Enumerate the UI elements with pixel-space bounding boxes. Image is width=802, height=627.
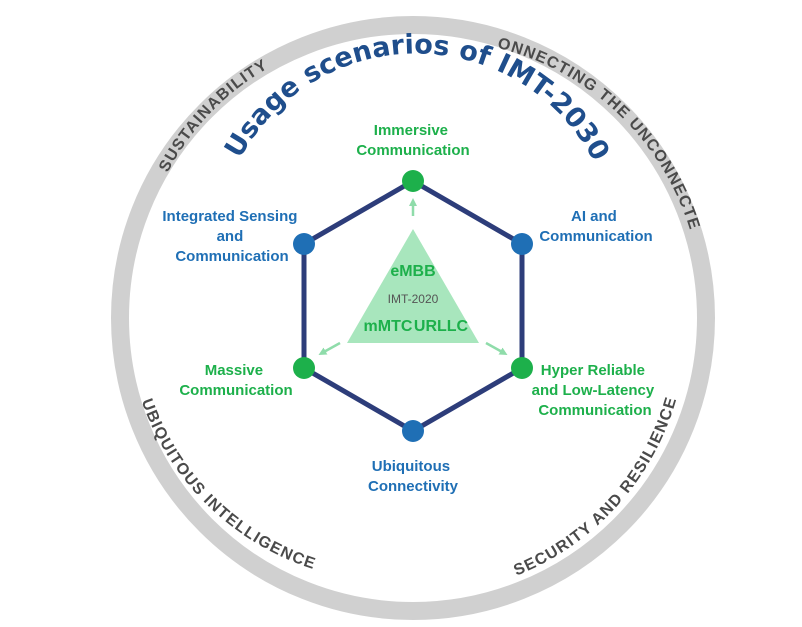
label-hrllc: Hyper Reliable and Low-Latency Communica…: [532, 362, 659, 419]
node-ubiquitous: [402, 420, 424, 442]
label-immersive-line1: Immersive: [374, 122, 448, 139]
label-sensing-line3: Communication: [175, 248, 288, 265]
label-ai-line2: Communication: [539, 228, 652, 245]
label-massive: Massive Communication: [179, 362, 292, 399]
node-sensing: [293, 233, 315, 255]
label-ubiquitous: Ubiquitous Connectivity: [368, 458, 459, 495]
label-sensing-line1: Integrated Sensing: [162, 208, 297, 225]
arrow-left: [318, 341, 341, 355]
label-immersive-line2: Communication: [356, 142, 469, 159]
mmtc-label: mMTC: [364, 318, 413, 335]
label-hrllc-line2: and Low-Latency: [532, 382, 655, 399]
label-ubiquitous-line2: Connectivity: [368, 478, 459, 495]
label-ubiquitous-line1: Ubiquitous: [372, 458, 450, 475]
label-ai-line1: AI and: [571, 208, 617, 225]
outer-ring: [111, 16, 715, 620]
node-immersive: [402, 170, 424, 192]
arrow-right: [485, 341, 508, 355]
node-massive: [293, 357, 315, 379]
embb-label: eMBB: [390, 263, 435, 280]
label-hrllc-line1: Hyper Reliable: [541, 362, 645, 379]
node-hrllc: [511, 357, 533, 379]
label-sensing-line2: and: [217, 228, 244, 245]
label-sensing: Integrated Sensing and Communication: [162, 208, 301, 265]
label-ai: AI and Communication: [539, 208, 652, 245]
urllc-label: URLLC: [414, 318, 469, 335]
label-hrllc-line3: Communication: [538, 402, 651, 419]
label-immersive: Immersive Communication: [356, 122, 469, 159]
node-ai: [511, 233, 533, 255]
imt-2020-label: IMT-2020: [388, 292, 439, 306]
label-massive-line1: Massive: [205, 362, 263, 379]
label-massive-line2: Communication: [179, 382, 292, 399]
imt-2020-triangle: [347, 229, 479, 343]
